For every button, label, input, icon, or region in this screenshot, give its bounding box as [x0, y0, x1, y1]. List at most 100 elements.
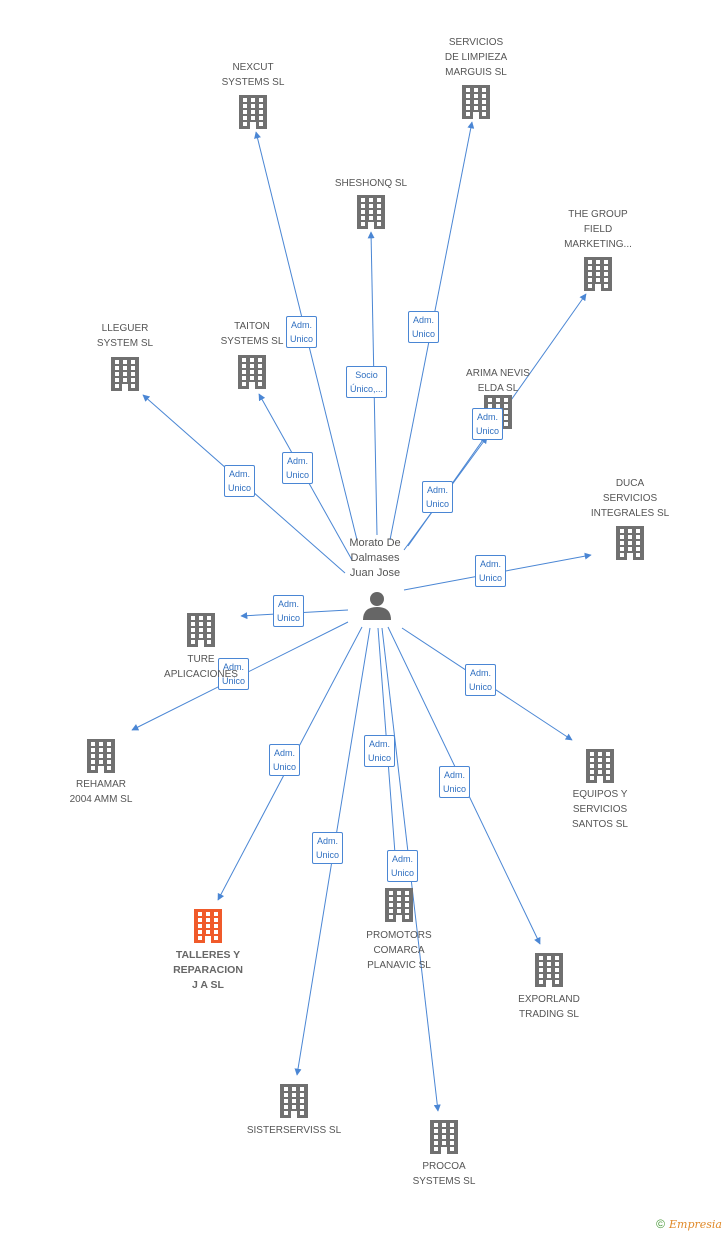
edge-label-nexcut[interactable]: Adm. Unico [286, 316, 318, 348]
building-icon-duca-window [636, 541, 640, 545]
edge-label-lleguer[interactable]: Adm. Unico [224, 465, 256, 497]
building-icon-ture-window [191, 640, 195, 644]
building-icon-procoa-window [434, 1135, 438, 1139]
company-name-procoa[interactable]: PROCOA SYSTEMS SL [412, 1161, 476, 1187]
building-icon-lleguer-window [123, 360, 127, 364]
building-icon-ture-window [207, 628, 211, 632]
building-icon-talleres-window [214, 930, 218, 934]
building-icon-equipos[interactable] [586, 749, 614, 783]
building-icon-rehamar[interactable] [87, 739, 115, 773]
building-icon-talleres[interactable] [194, 909, 222, 943]
building-icon-groupfield-window [596, 278, 600, 282]
edge-label-procoa[interactable]: Adm. Unico [387, 850, 419, 882]
edge-label-duca[interactable]: Adm. Unico [475, 555, 507, 587]
building-icon-groupfield-window [588, 284, 592, 288]
person-name[interactable]: Morato De Dalmases Juan Jose [349, 537, 401, 579]
copyright-symbol: © [656, 1217, 665, 1231]
building-icon-talleres-window [214, 924, 218, 928]
building-icon-duca-window [636, 535, 640, 539]
building-icon-sheshonq-window [377, 204, 381, 208]
person-icon[interactable] [363, 592, 391, 620]
building-icon-taiton[interactable] [238, 355, 266, 389]
building-icon-equipos-window [598, 764, 602, 768]
edge-label-limpieza[interactable]: Adm. Unico [408, 311, 440, 343]
building-icon-nexcut-window [259, 122, 263, 126]
building-icon-sheshonq-window [377, 222, 381, 226]
building-icon-promotors[interactable] [385, 888, 413, 922]
building-icon-sisterserviss-window [284, 1093, 288, 1097]
building-icon-equipos-window [590, 752, 594, 756]
building-icon-taiton-window [250, 376, 254, 380]
building-icon-groupfield[interactable] [584, 257, 612, 291]
edge-label-groupfield[interactable]: Adm. Unico [472, 408, 504, 440]
company-name-rehamar[interactable]: REHAMAR 2004 AMM SL [69, 779, 133, 805]
company-name-sisterserviss[interactable]: SISTERSERVISS SL [246, 1125, 342, 1136]
building-icon-rehamar-window [107, 742, 111, 746]
edge-label-taiton[interactable]: Adm. Unico [282, 452, 314, 484]
company-name-promotors[interactable]: PROMOTORS COMARCA PLANAVIC SL [366, 930, 432, 971]
building-icon-lleguer-window [123, 366, 127, 370]
building-icon-procoa-window [442, 1123, 446, 1127]
building-icon-duca[interactable] [616, 526, 644, 560]
building-icon-ture-window [199, 628, 203, 632]
building-icon-ture[interactable] [187, 613, 215, 647]
building-icon-exporland-window [539, 974, 543, 978]
building-icon-exporland-window [555, 962, 559, 966]
building-icon-ture-window [207, 622, 211, 626]
building-icon-exporland[interactable] [535, 953, 563, 987]
edge-label-sisterserviss[interactable]: Adm. Unico [312, 832, 344, 864]
building-icon-nexcut[interactable] [239, 95, 267, 129]
building-icon-talleres-window [206, 930, 210, 934]
building-icon-equipos-window [590, 764, 594, 768]
building-icon-promotors-window [397, 903, 401, 907]
company-name-taiton[interactable]: TAITON SYSTEMS SL [220, 321, 284, 347]
building-icon-procoa-window [450, 1147, 454, 1151]
company-name-exporland[interactable]: EXPORLAND TRADING SL [518, 994, 580, 1020]
building-icon-sheshonq[interactable] [357, 195, 385, 229]
building-icon-limpieza-window [482, 88, 486, 92]
company-name-duca[interactable]: DUCA SERVICIOS INTEGRALES SL [590, 478, 670, 519]
building-icon-duca-window [628, 535, 632, 539]
building-icon-procoa-window [442, 1129, 446, 1133]
company-name-talleres[interactable]: TALLERES Y REPARACION J A SL [173, 949, 243, 991]
building-icon-nexcut-window [259, 98, 263, 102]
edge-label-exporland[interactable]: Adm. Unico [439, 766, 471, 798]
building-icon-exporland-window [547, 968, 551, 972]
building-icon-sheshonq-window [361, 222, 365, 226]
company-name-ture[interactable]: TURE APLICACIONES [164, 654, 238, 680]
building-icon-limpieza-window [482, 94, 486, 98]
building-icon-groupfield-window [588, 266, 592, 270]
company-name-lleguer[interactable]: LLEGUER SYSTEM SL [96, 323, 154, 349]
building-icon-procoa-window [450, 1129, 454, 1133]
edge-label-promotors[interactable]: Adm. Unico [364, 735, 396, 767]
empresia-logo[interactable]: Empresia [669, 1217, 722, 1231]
building-icon-arima-window [496, 398, 500, 402]
building-icon-limpieza[interactable] [462, 85, 490, 119]
edge-label-arima[interactable]: Adm. Unico [422, 481, 454, 513]
company-name-limpieza[interactable]: SERVICIOS DE LIMPIEZA MARGUIS SL [444, 37, 508, 78]
building-icon-lleguer-window [131, 378, 135, 382]
building-icon-sisterserviss-window [292, 1105, 296, 1109]
building-icon-procoa[interactable] [430, 1120, 458, 1154]
building-icon-promotors-window [397, 897, 401, 901]
building-icon-sisterserviss[interactable] [280, 1084, 308, 1118]
company-name-equipos[interactable]: EQUIPOS Y SERVICIOS SANTOS SL [572, 789, 628, 830]
building-icon-sisterserviss-window [284, 1105, 288, 1109]
company-name-nexcut[interactable]: NEXCUT SYSTEMS SL [221, 62, 285, 88]
building-icon-lleguer[interactable] [111, 357, 139, 391]
edge-label-equipos[interactable]: Adm. Unico [465, 664, 497, 696]
company-name-groupfield[interactable]: THE GROUP FIELD MARKETING... [564, 209, 632, 250]
building-icon-equipos-window [606, 770, 610, 774]
edge-label-talleres[interactable]: Adm. Unico [269, 744, 301, 776]
company-name-sheshonq[interactable]: SHESHONQ SL [334, 178, 408, 189]
building-icon-promotors-window [389, 903, 393, 907]
company-name-arima[interactable]: ARIMA NEVIS ELDA SL [466, 368, 530, 394]
building-icon-promotors-window [405, 891, 409, 895]
building-icon-rehamar-window [91, 754, 95, 758]
edge-label-sheshonq[interactable]: Socio Único,... [346, 366, 388, 398]
edge-label-ture[interactable]: Adm. Unico [273, 595, 305, 627]
building-icon-nexcut-window [251, 116, 255, 120]
building-icon-ture-window [191, 634, 195, 638]
edge-label-rehamar[interactable]: Adm. Unico [218, 658, 250, 690]
building-icon-duca-window [620, 535, 624, 539]
